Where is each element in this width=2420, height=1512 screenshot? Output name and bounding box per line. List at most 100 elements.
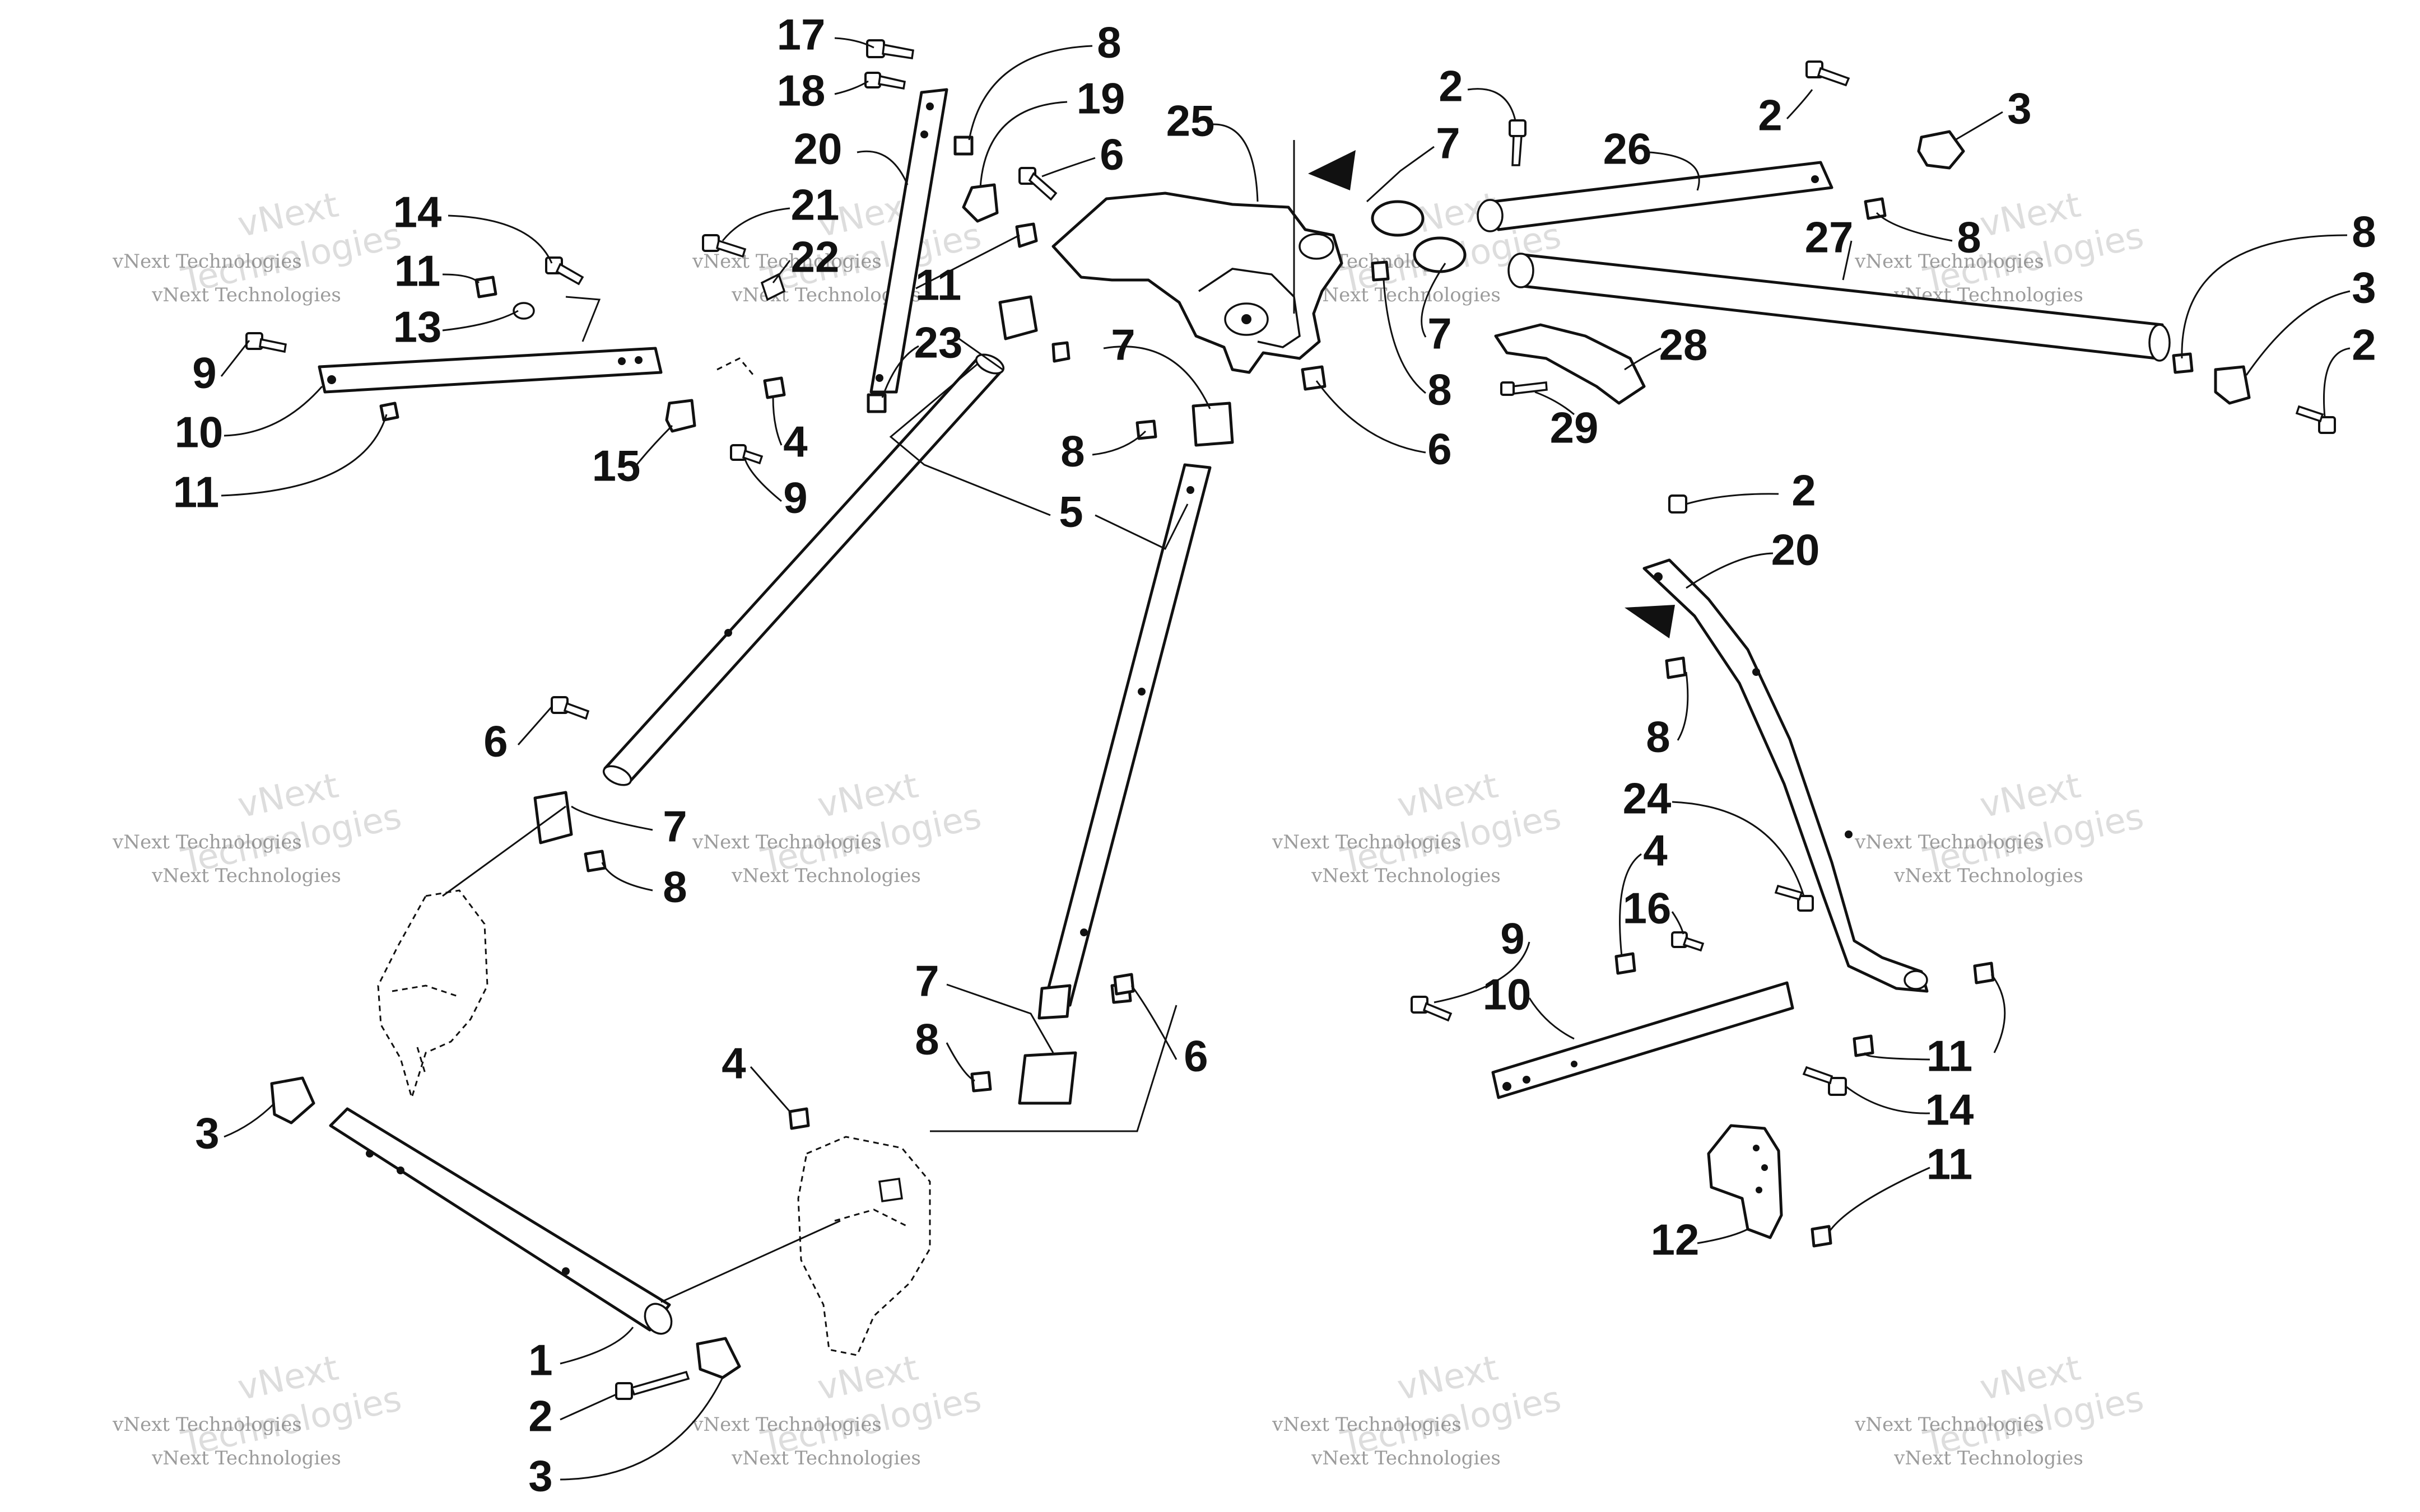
watermark-text-2: vNext Technologies <box>151 865 341 887</box>
callout-number: 13 <box>393 302 442 352</box>
callout-number: 21 <box>791 180 840 230</box>
lower-tie-tube <box>270 1076 741 1400</box>
callout-number: 2 <box>1758 91 1782 140</box>
callout-number: 3 <box>2352 263 2376 312</box>
callout-number: 9 <box>192 348 216 398</box>
callout-number: 7 <box>1111 320 1135 370</box>
callout-number: 2 <box>2352 320 2376 370</box>
watermark-text: vNext Technologies <box>112 1413 302 1436</box>
watermark-text-2: vNext Technologies <box>731 1447 921 1469</box>
watermark-text: vNext Technologies <box>1272 831 1462 853</box>
watermark-text: vNext Technologies <box>112 250 302 273</box>
callout-number: 11 <box>173 468 219 517</box>
bolt-21 <box>702 234 747 258</box>
collar-7-upper-right <box>1135 402 1234 447</box>
callout-number: 6 <box>1427 424 1451 474</box>
callout-number: 22 <box>791 232 840 282</box>
upper-right-tube-27 <box>1507 253 2171 362</box>
steering-post-bracket <box>1051 140 1356 374</box>
watermark-text: vNext Technologies <box>692 1413 882 1436</box>
callout-number: 2 <box>1791 466 1816 515</box>
callout-number: 11 <box>394 246 440 296</box>
mounting-bracket-12 <box>1707 1124 1832 1248</box>
watermark-text-2: vNext Technologies <box>1893 865 2083 887</box>
watermark-text-2: vNext Technologies <box>151 284 341 306</box>
callout-number: 29 <box>1550 403 1599 452</box>
bolt-6-upper <box>1015 167 1058 248</box>
callout-number: 23 <box>914 318 963 367</box>
callout-number: 24 <box>1623 774 1672 823</box>
watermark-text-2: vNext Technologies <box>1893 1447 2083 1469</box>
end-cap-3-right <box>2172 352 2336 434</box>
callout-number: 4 <box>1643 826 1667 875</box>
callout-number: 7 <box>663 802 687 851</box>
callout-number: 8 <box>1427 365 1451 414</box>
watermark-text: vNext Technologies <box>692 250 882 273</box>
bolt-2-upper <box>1509 119 1527 166</box>
watermark-text-2: vNext Technologies <box>731 865 921 887</box>
collar-7-lower <box>970 982 1132 1105</box>
end-cap-3-upper <box>1805 60 1965 220</box>
callout-number: 8 <box>915 1015 939 1064</box>
center-frame-section <box>788 1107 931 1356</box>
watermark-text: vNext Technologies <box>692 831 882 853</box>
watermark-text: vNext Technologies <box>1854 831 2044 853</box>
callout-number: 14 <box>1925 1085 1974 1135</box>
right-steering-support-bar <box>1625 494 1929 993</box>
callout-number: 4 <box>783 417 807 466</box>
watermark-text: vNext Technologies <box>1854 1413 2044 1436</box>
callout-number: 28 <box>1659 320 1708 370</box>
clamp-19 <box>962 183 999 223</box>
callout-number: 7 <box>915 956 939 1006</box>
watermark-text: vNext Technologies <box>1272 1413 1462 1436</box>
callout-number: 10 <box>1483 970 1532 1019</box>
callout-number: 10 <box>175 408 224 457</box>
bolt-6-bracket <box>1301 365 1327 391</box>
watermark-text: vNext Technologies <box>1854 250 2044 273</box>
watermark-text: vNext Technologies <box>112 831 302 853</box>
callout-number: 4 <box>722 1039 746 1088</box>
collar-7-left <box>533 696 607 872</box>
callout-number: 20 <box>1771 525 1820 575</box>
direction-arrow-icon-2 <box>1625 605 1675 638</box>
watermark-text-2: vNext Technologies <box>1311 865 1501 887</box>
callout-number: 7 <box>1436 119 1460 168</box>
watermark-text-2: vNext Technologies <box>1311 284 1501 306</box>
right-steering-tube <box>1043 463 1212 1007</box>
callout-number: 15 <box>592 441 641 491</box>
callout-number: 3 <box>195 1109 219 1158</box>
collar-7-upper-left <box>998 295 1071 363</box>
callout-number: 2 <box>528 1392 552 1441</box>
callout-number: 8 <box>2352 207 2376 256</box>
callout-number: 27 <box>1805 213 1854 262</box>
callout-number: 11 <box>915 260 961 310</box>
leader-lines <box>220 37 2351 1481</box>
callout-number: 3 <box>528 1452 552 1501</box>
callout-number: 18 <box>777 66 826 115</box>
callout-number: 3 <box>2007 84 2031 133</box>
clamp-15 <box>665 357 786 465</box>
callout-number: 14 <box>393 188 442 237</box>
callout-number: 7 <box>1427 309 1451 358</box>
callout-number: 11 <box>1926 1140 1972 1189</box>
callout-number: 1 <box>528 1336 552 1385</box>
callout-number: 6 <box>1184 1032 1208 1081</box>
callout-number: 9 <box>783 473 807 522</box>
bracket-28 <box>1494 323 1646 405</box>
bolt-6-lower <box>1113 973 1135 996</box>
upper-right-tube-26 <box>1477 161 1833 232</box>
callout-number: 6 <box>1100 130 1124 179</box>
callout-number: 8 <box>1097 18 1121 67</box>
callout-number: 8 <box>1957 213 1981 262</box>
callout-number: 26 <box>1603 124 1652 174</box>
callout-number: 8 <box>1060 427 1085 476</box>
clip-22 <box>760 273 786 301</box>
upper-steering-support-bar <box>864 39 974 413</box>
